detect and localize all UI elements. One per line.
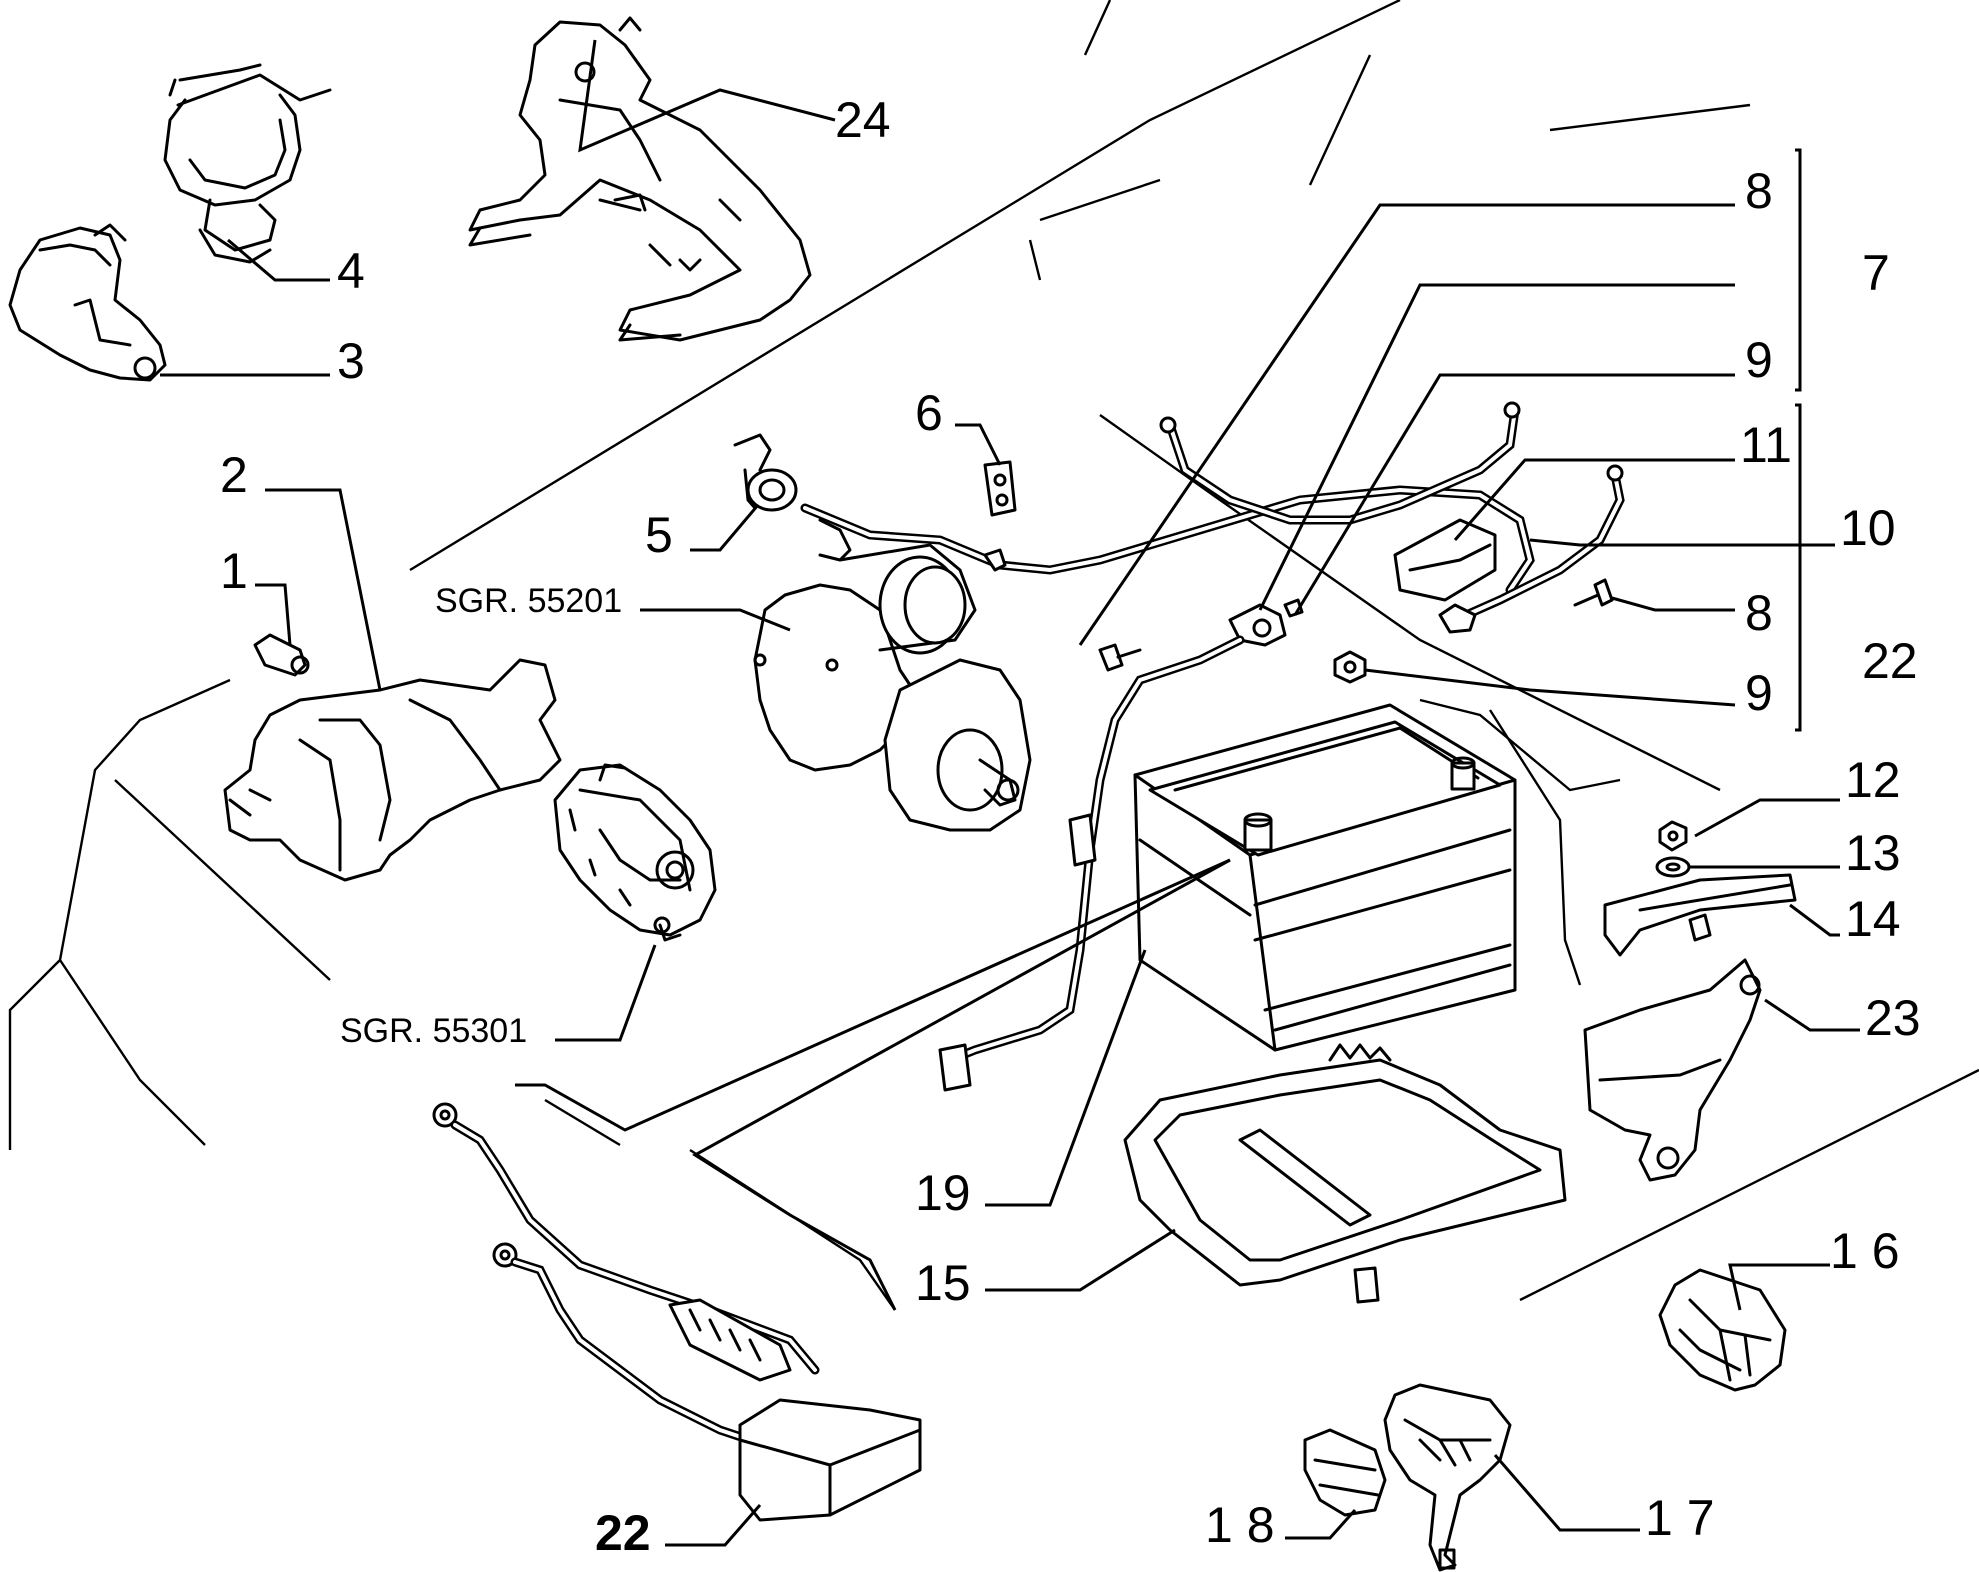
label-2: 2 (220, 447, 248, 503)
hold-down-bar (1603, 873, 1797, 957)
relay-bracket (468, 16, 812, 342)
label-22-right: 22 (1862, 633, 1918, 689)
relay-17 (1383, 1383, 1512, 1572)
label-17: 1 7 (1645, 1490, 1715, 1546)
label-9-bottom: 9 (1745, 665, 1773, 721)
label-1: 1 (220, 543, 248, 599)
label-19: 19 (915, 1165, 971, 1221)
label-22-bottom: 22 (595, 1505, 651, 1561)
ref-starter: SGR. 55201 (435, 582, 622, 620)
grommet-5 (733, 433, 798, 512)
label-10: 10 (1840, 500, 1896, 556)
connector-18 (1303, 1428, 1387, 1517)
label-9-top: 9 (1745, 332, 1773, 388)
battery-harness (800, 401, 1625, 634)
battery-cable-kit (432, 1102, 922, 1522)
washer-13 (1655, 856, 1691, 878)
label-15: 15 (915, 1255, 971, 1311)
label-16: 1 6 (1830, 1223, 1900, 1279)
battery (1133, 703, 1517, 1052)
label-24: 24 (835, 92, 891, 148)
starter-motor (753, 518, 1032, 832)
cable-clamp-3 (8, 223, 167, 382)
alternator (553, 763, 717, 942)
body-panel-outline (8, 0, 1979, 1311)
label-8-top: 8 (1745, 163, 1773, 219)
ground-strap (938, 635, 1245, 1092)
label-23: 23 (1865, 990, 1921, 1046)
label-13: 13 (1845, 825, 1901, 881)
support-bracket-23 (1583, 958, 1762, 1182)
leader-lines (160, 39, 1860, 1547)
cable-clamp-4 (163, 63, 332, 264)
label-4: 4 (337, 243, 365, 299)
label-5: 5 (645, 507, 673, 563)
part-labels: 24 4 3 2 1 6 5 SGR. 55201 SGR. 55301 8 7… (220, 92, 1921, 1561)
label-6: 6 (915, 385, 943, 441)
sensor-1 (253, 633, 310, 677)
bracket-6 (983, 460, 1017, 517)
label-14: 14 (1845, 891, 1901, 947)
nut-9 (1333, 650, 1367, 684)
label-11: 11 (1740, 417, 1792, 473)
battery-tray (1123, 1043, 1567, 1304)
alternator-cover (223, 658, 562, 882)
label-7: 7 (1862, 245, 1890, 301)
label-8-bottom: 8 (1745, 585, 1773, 641)
bolt-8-right (1573, 578, 1614, 607)
ref-alternator: SGR. 55301 (340, 1012, 527, 1050)
bolt-8-left (1098, 643, 1142, 672)
label-3: 3 (337, 333, 365, 389)
label-12: 12 (1845, 752, 1901, 808)
nut-12 (1658, 820, 1688, 852)
label-18: 1 8 (1205, 1497, 1275, 1553)
fuse-holder-16 (1658, 1268, 1787, 1392)
